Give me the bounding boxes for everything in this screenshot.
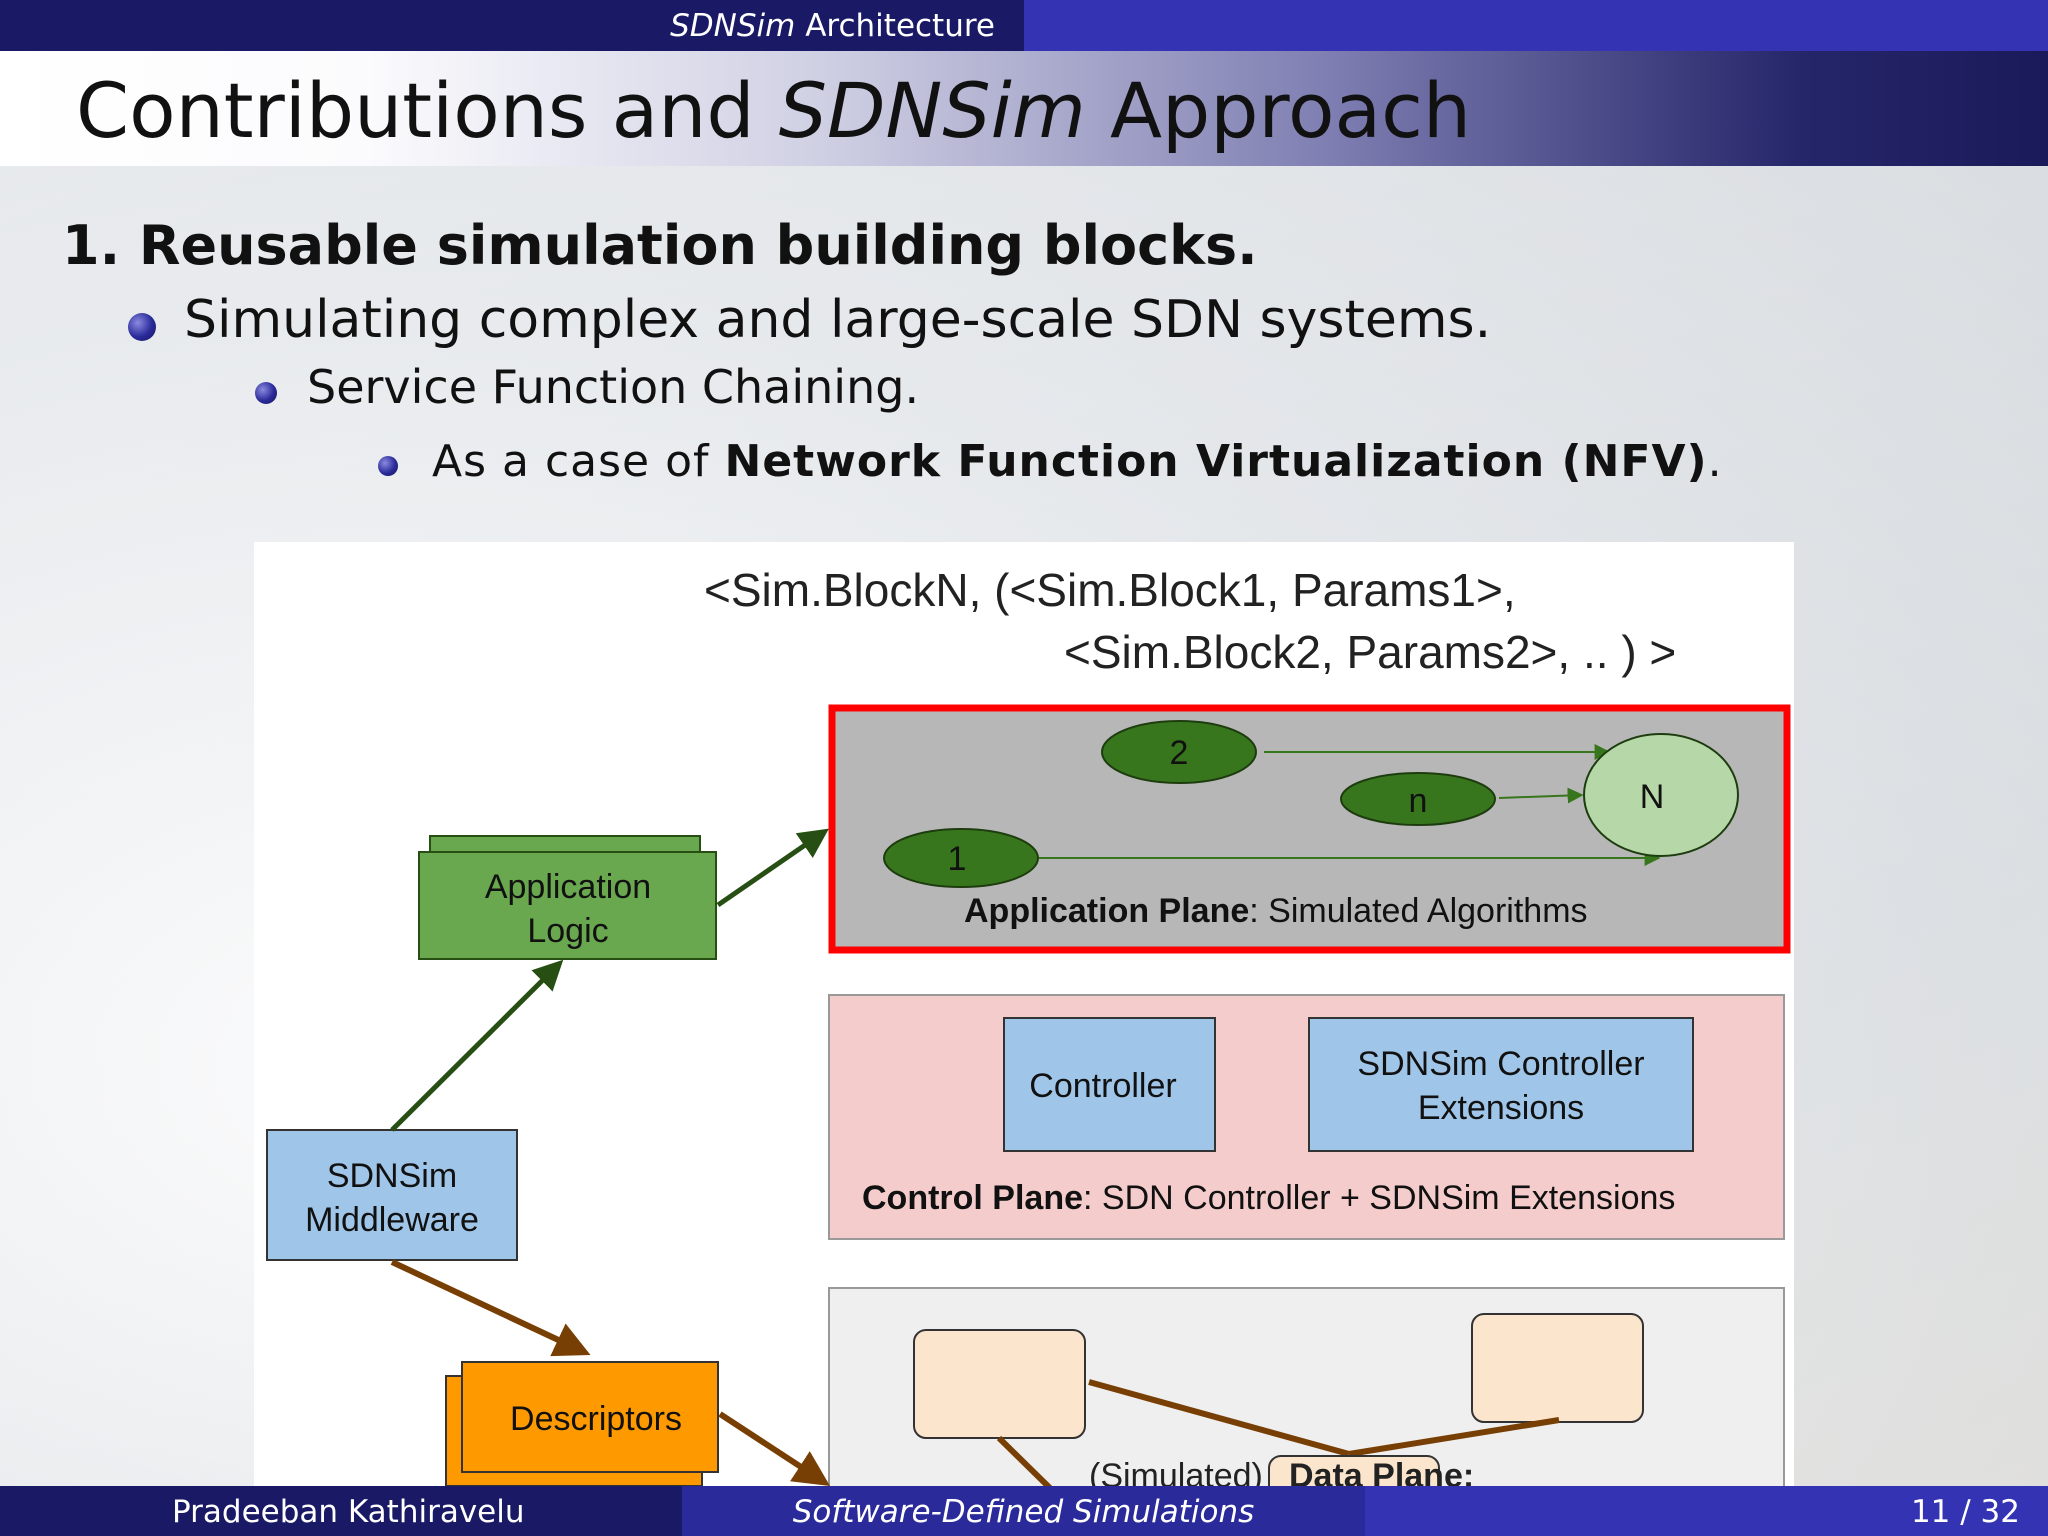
data-plane-node-center [1268,1455,1440,1486]
data-plane-link-3 [996,1435,1053,1486]
formula-line1: <Sim.BlockN, (<Sim.Block1, Params1>, [704,564,1516,616]
svg-text:SDNSim Controller: SDNSim Controller [1357,1045,1644,1083]
svg-text:Logic: Logic [527,912,608,950]
bullet-level2: Service Function Chaining. [307,360,920,414]
svg-text:n: n [1409,782,1428,820]
arrow-middleware-to-logic [390,959,564,1132]
control-plane-label: Control Plane: SDN Controller + SDNSim E… [862,1179,1675,1217]
bullet-icon [255,382,277,404]
application-plane-label: Application Plane: Simulated Algorithms [964,892,1588,930]
descriptors-box [461,1361,719,1473]
footer-bar: Pradeeban Kathiravelu Software-Defined S… [0,1486,2048,1536]
data-plane-link-2 [1348,1417,1560,1457]
arrow-middleware-to-descriptors [390,1259,591,1357]
architecture-diagram: <Sim.BlockN, (<Sim.Block1, Params1>, <Si… [254,542,1794,1486]
footer-page-number: 11 / 32 [1910,1494,2020,1530]
node-1 [883,828,1039,888]
data-plane-link-1 [1088,1379,1350,1457]
footer-talk-title: Software-Defined Simulations [792,1494,1255,1530]
svg-text:Extensions: Extensions [1418,1089,1584,1127]
arrow-logic-to-application-plane [716,828,829,908]
diagram-svg: <Sim.BlockN, (<Sim.Block1, Params1>, <Si… [266,564,1791,1486]
edge-n-N [1498,787,1584,804]
data-plane-node-left [913,1329,1086,1439]
node-n [1340,772,1496,826]
bullet-level3: As a case of Network Function Virtualiza… [432,436,1723,487]
application-logic-box [418,851,717,960]
svg-text:Data Plane:: Data Plane: [1289,1457,1474,1486]
controller-extensions-box [1308,1017,1694,1152]
bullet-icon [128,313,156,341]
section-header-bar: SDNSim Architecture [0,0,2048,51]
arrow-descriptors-to-data-plane [718,1411,831,1486]
numbered-item-1: 1. Reusable simulation building blocks. [62,214,1258,277]
svg-text:2: 2 [1170,734,1189,772]
footer-author: Pradeeban Kathiravelu [172,1494,525,1530]
svg-text:Application: Application [485,868,651,906]
data-plane-node-right [1471,1313,1644,1423]
svg-text:(Simulated): (Simulated) [1089,1457,1263,1486]
svg-text:N: N [1640,778,1665,816]
bullet-level1: Simulating complex and large-scale SDN s… [184,290,1492,350]
node-N [1583,733,1739,857]
bullet-icon [378,456,398,476]
svg-text:Controller: Controller [1029,1067,1176,1105]
svg-text:SDNSim: SDNSim [327,1157,457,1195]
controller-box [1003,1017,1216,1152]
svg-text:Descriptors: Descriptors [510,1400,682,1438]
svg-text:Middleware: Middleware [305,1201,479,1239]
formula-line2: <Sim.Block2, Params2>, .. ) > [1064,626,1676,678]
title-bar [0,51,2048,166]
middleware-box [266,1129,518,1261]
section-label: SDNSim Architecture [670,8,995,44]
slide-title: Contributions and SDNSim Approach [76,66,1472,155]
svg-text:1: 1 [948,840,967,878]
node-2 [1101,720,1257,784]
